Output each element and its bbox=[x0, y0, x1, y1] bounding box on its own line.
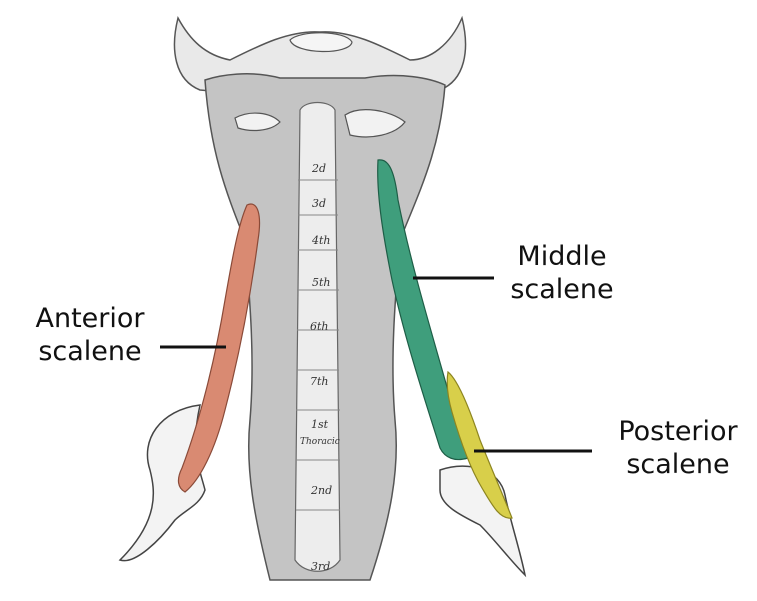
anterior-label-line2: scalene bbox=[38, 336, 142, 367]
vertebra-mark-4: 4th bbox=[311, 234, 331, 247]
posterior-label-line2: scalene bbox=[626, 449, 730, 480]
posterior-scalene-muscle bbox=[446, 370, 513, 519]
posterior-label-line1: Posterior bbox=[618, 416, 738, 447]
vertebra-mark-3: 3d bbox=[312, 197, 326, 210]
vertebra-segments bbox=[296, 179, 340, 511]
vertebra-mark-5: 5th bbox=[312, 276, 331, 289]
vertebra-mark-7: 7th bbox=[310, 375, 329, 388]
transverse-process-c1 bbox=[344, 109, 406, 138]
anterior-label-line1: Anterior bbox=[35, 303, 145, 334]
vertebra-mark-thoracic: Thoracic bbox=[300, 437, 340, 447]
vertebra-mark-t1: 1st bbox=[311, 418, 329, 431]
vertebra-mark-t2: 2nd bbox=[310, 484, 332, 497]
vertebral-column bbox=[294, 101, 341, 572]
middle-scalene-label: Middle scalene bbox=[503, 240, 621, 306]
posterior-scalene-label: Posterior scalene bbox=[607, 415, 749, 481]
middle-label-line2: scalene bbox=[510, 274, 614, 305]
middle-label-line1: Middle bbox=[517, 241, 607, 272]
vertebra-mark-2: 2d bbox=[311, 162, 326, 175]
anterior-scalene-label: Anterior scalene bbox=[24, 302, 156, 368]
vertebra-mark-6: 6th bbox=[310, 320, 329, 333]
transverse-process-c1-left bbox=[234, 112, 281, 132]
left-first-rib bbox=[118, 404, 206, 562]
vertebra-mark-t3: 3rd bbox=[311, 560, 330, 573]
